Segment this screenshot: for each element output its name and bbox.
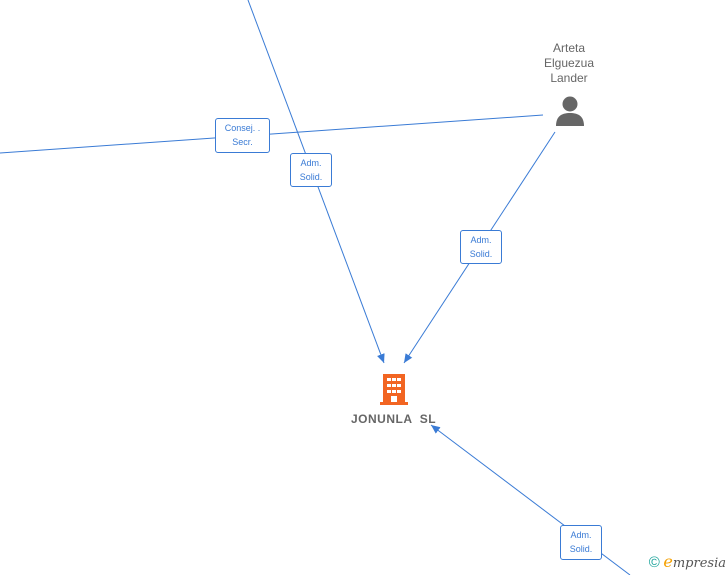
building-icon[interactable] <box>378 372 410 406</box>
edge-label-line: Adm. <box>570 530 592 540</box>
edge-line-consej-secr <box>0 114 544 154</box>
person-name-line-2: Elguezua <box>543 56 595 70</box>
company-name[interactable]: JONUNLA SL <box>351 412 437 426</box>
edge-label-line: Consej. . <box>224 123 261 133</box>
edge-label-adm-solid-bottom[interactable]: Adm. Solid. <box>560 525 602 560</box>
brand-watermark: © empresia <box>649 552 726 571</box>
edge-label-line: Solid. <box>569 544 593 554</box>
edge-label-adm-solid-person[interactable]: Adm. Solid. <box>460 230 502 264</box>
edge-label-line: Adm. <box>300 158 322 168</box>
brand-logo-initial: e <box>663 552 673 571</box>
copyright-icon: © <box>648 554 660 571</box>
person-icon[interactable] <box>555 95 585 127</box>
edge-label-line: Adm. <box>470 235 492 245</box>
person-name-line-1: Arteta <box>552 41 585 55</box>
person-name-line-3: Lander <box>550 71 588 85</box>
edge-label-line: Solid. <box>299 172 323 182</box>
person-name[interactable]: Arteta Elguezua Lander <box>519 41 619 86</box>
edge-label-consej-secr[interactable]: Consej. . Secr. <box>215 118 270 153</box>
edge-label-line: Solid. <box>469 249 493 259</box>
brand-logo-text: mpresia <box>672 556 726 571</box>
edge-label-line: Secr. <box>232 137 253 147</box>
edge-label-adm-solid-top[interactable]: Adm. Solid. <box>290 153 332 187</box>
